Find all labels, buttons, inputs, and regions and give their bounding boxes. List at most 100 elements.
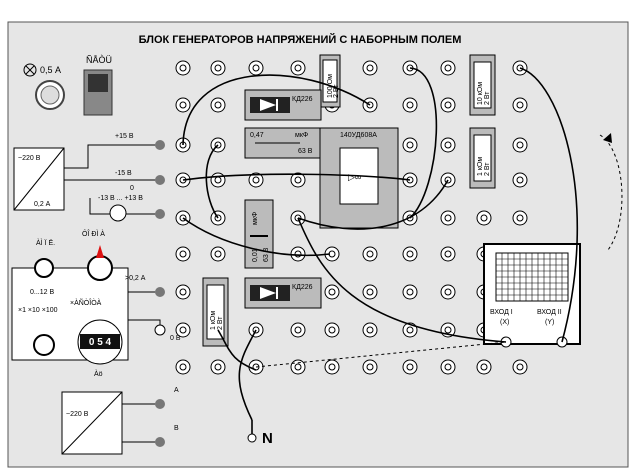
socket-hole — [366, 363, 374, 371]
socket-hole — [294, 64, 302, 72]
socket-hole — [214, 176, 222, 184]
capv-right: 63 В — [263, 247, 270, 262]
resistor-1k-left[interactable]: 1 кОм 2 Вт — [202, 277, 229, 347]
zero-v-label: 0 В — [170, 335, 181, 342]
bottom-a-label: А — [174, 387, 179, 394]
input1-label: ВХОД I — [490, 309, 513, 316]
amplitude-knob[interactable] — [34, 258, 54, 278]
rail-plus15-label: +15 В — [115, 133, 134, 140]
socket-hole — [214, 101, 222, 109]
socket-hole — [252, 326, 260, 334]
socket-hole — [179, 326, 187, 334]
socket-hole — [294, 326, 302, 334]
rail-adj-terminal[interactable] — [155, 209, 165, 219]
output-02-terminal[interactable] — [155, 287, 165, 297]
socket-hole — [444, 141, 452, 149]
r100-label-bottom: 2 Вт — [333, 84, 340, 98]
fuse-icon — [23, 63, 37, 77]
socket-hole — [328, 288, 336, 296]
range-knob[interactable] — [33, 334, 55, 356]
socket-hole — [516, 141, 524, 149]
socket-hole — [294, 176, 302, 184]
socket-hole — [252, 176, 260, 184]
panel-title: БЛОК ГЕНЕРАТОРОВ НАПРЯЖЕНИЙ С НАБОРНЫМ П… — [139, 33, 462, 46]
diode-kd226-top[interactable]: КД226 — [244, 89, 322, 121]
mode-label-left: ÀÌ Ï Ë. — [36, 238, 55, 247]
socket-hole — [444, 326, 452, 334]
resistor-10k[interactable]: 10 кОм 2 Вт — [469, 54, 496, 116]
mode-label-mid: ÔÎ ÐÌ À — [82, 229, 105, 238]
frequency-unit: Àö — [94, 369, 103, 378]
socket-hole — [252, 64, 260, 72]
socket-hole — [294, 363, 302, 371]
rail-plus15-terminal[interactable] — [155, 140, 165, 150]
c047-left: 0,47 — [250, 132, 264, 139]
socket-hole — [179, 250, 187, 258]
arrow-icon — [603, 133, 612, 143]
oscilloscope-screen — [495, 252, 569, 302]
capv-top: мкФ — [252, 212, 259, 225]
c047-unit: мкФ — [295, 132, 308, 139]
socket-hole — [179, 64, 187, 72]
c047-volt: 63 В — [298, 148, 313, 155]
waveform-pointer-icon — [96, 245, 104, 258]
socket-hole — [366, 250, 374, 258]
r1k-right-bottom: 2 Вт — [484, 162, 491, 176]
power-supply-bottom-label: 0,2 А — [34, 201, 51, 208]
oscilloscope: ВХОД I (X) ВХОД II (Y) — [483, 243, 581, 348]
dashed-return — [599, 134, 623, 251]
resistor-1k-right[interactable]: 1 кОм 2 Вт — [469, 127, 496, 189]
socket-hole — [406, 101, 414, 109]
power-supply-top-label: ~220 В — [18, 155, 41, 162]
r10k-top: 10 кОм — [477, 82, 484, 105]
bottom-block-label: ~220 В — [66, 411, 89, 418]
wiring — [182, 67, 579, 438]
bottom-b-terminal[interactable] — [155, 437, 165, 447]
fuse-label: 0,5 А — [40, 65, 61, 75]
socket-hole — [444, 250, 452, 258]
diode-kd226-bottom[interactable]: КД226 — [244, 277, 322, 309]
rail-minus15-terminal[interactable] — [155, 175, 165, 185]
socket-hole — [444, 363, 452, 371]
socket-hole — [444, 101, 452, 109]
capv-left: 0,01 — [252, 248, 259, 262]
socket-hole — [179, 101, 187, 109]
frequency-display-value: 0 5 4 — [89, 337, 112, 348]
socket-hole — [366, 288, 374, 296]
socket-hole — [214, 64, 222, 72]
d2-label: КД226 — [292, 284, 313, 291]
socket-hole — [179, 288, 187, 296]
socket-hole — [516, 101, 524, 109]
r10k-bottom: 2 Вт — [484, 91, 491, 105]
output-02-label: >0,2 А — [125, 275, 146, 282]
rail-minus15-label: -15 В — [115, 170, 132, 177]
input2-sub: (Y) — [545, 319, 554, 326]
socket-hole — [366, 64, 374, 72]
r1k-left-top: 1 кОм — [210, 311, 217, 330]
socket-hole — [516, 176, 524, 184]
frequency-label: ×ÀÑÒÎÒÀ — [70, 298, 102, 307]
ground-terminal[interactable] — [247, 433, 257, 443]
socket-hole — [444, 288, 452, 296]
socket-hole — [179, 363, 187, 371]
rail-adj-label: -13 В ... +13 В — [98, 195, 143, 202]
socket-hole — [214, 250, 222, 258]
capacitor-vertical[interactable]: мкФ 0,01 63 В — [244, 199, 274, 269]
d1-label: КД226 — [292, 96, 313, 103]
socket-hole — [328, 363, 336, 371]
socket-hole — [406, 141, 414, 149]
opamp-symbol: ▷∞ — [348, 172, 361, 182]
frequency-display — [80, 334, 120, 349]
resistor-100-ohm[interactable]: 100 Ом 2 Вт — [319, 54, 341, 108]
adj-knob[interactable] — [109, 204, 127, 222]
socket-hole — [444, 214, 452, 222]
capacitor-047[interactable]: 0,47 мкФ 63 В — [244, 127, 322, 159]
socket-hole — [406, 363, 414, 371]
zero-v-terminal[interactable] — [154, 324, 166, 336]
bottom-a-terminal[interactable] — [155, 399, 165, 409]
bottom-b-label: В — [174, 425, 179, 432]
waveform-selector-knob[interactable] — [87, 255, 113, 281]
socket-hole — [214, 363, 222, 371]
